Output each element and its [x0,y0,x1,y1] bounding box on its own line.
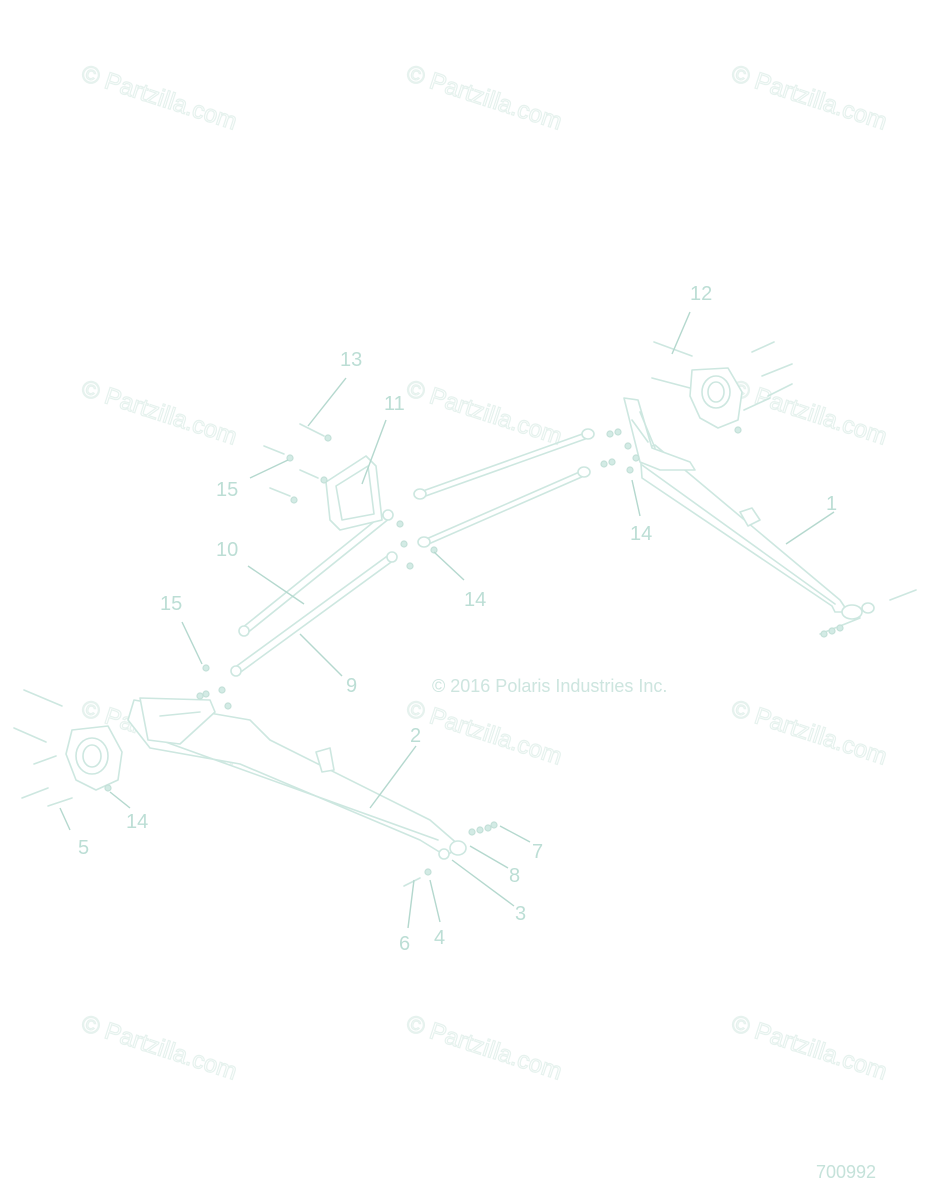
watermark-text: © Partzilla.com [403,375,565,451]
hardware-left-arm-end [403,821,498,887]
callout-6: 6 [399,933,410,955]
watermark-text: © Partzilla.com [728,1010,890,1086]
callout-10: 10 [216,539,238,561]
callout-8: 8 [509,865,520,887]
callout-14-center: 14 [464,589,486,611]
copyright-notice: © 2016 Polaris Industries Inc. [432,676,667,696]
mounting-bracket [263,423,383,531]
callout-15-lower: 15 [160,593,182,615]
trailing-arm-right [623,397,917,638]
callout-14-right: 14 [630,523,652,545]
drawing-number: 700992 [816,1162,876,1182]
watermark-layer: © Partzilla.com © Partzilla.com © Partzi… [78,59,891,1086]
watermark-text: © Partzilla.com [78,375,240,451]
callout-2: 2 [410,725,421,747]
bearing-carrier-left [13,689,123,807]
watermark-text: © Partzilla.com [728,60,890,136]
bearing-carrier-right [651,341,793,434]
watermark-text: © Partzilla.com [728,375,890,451]
callout-9: 9 [346,675,357,697]
callout-labels: 1 2 3 4 5 6 7 8 9 10 11 12 13 14 14 14 1… [78,283,837,955]
callout-13: 13 [340,349,362,371]
callout-15-upper: 15 [216,479,238,501]
leader-lines [59,311,835,929]
watermark-text: © Partzilla.com [728,695,890,771]
watermark-text: © Partzilla.com [403,1010,565,1086]
callout-11: 11 [384,393,405,415]
callout-12: 12 [690,283,712,305]
callout-3: 3 [515,903,526,925]
trailing-arm-left [127,697,467,860]
watermark-text: © Partzilla.com [78,1010,240,1086]
radius-rods [196,428,640,710]
callout-1: 1 [826,493,837,515]
callout-14-left: 14 [126,811,148,833]
watermark-text: © Partzilla.com [403,695,565,771]
watermark-text: © Partzilla.com [403,60,565,136]
watermark-text: © Partzilla.com [78,60,240,136]
callout-5: 5 [78,837,89,859]
callout-4: 4 [434,927,445,949]
callout-7: 7 [532,841,543,863]
